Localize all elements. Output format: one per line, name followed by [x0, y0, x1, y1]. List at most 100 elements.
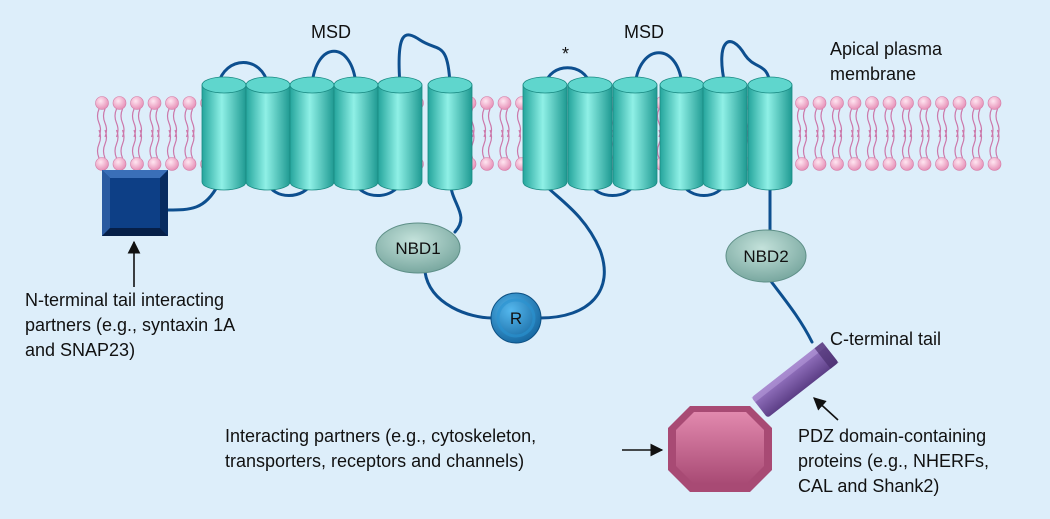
lipid-head	[95, 96, 109, 110]
transmembrane-helix-7	[522, 76, 568, 191]
lipid-head	[917, 157, 932, 171]
n-terminal-label-line3: and SNAP23)	[25, 340, 135, 360]
lipid-head	[480, 96, 494, 110]
lipid-tail	[499, 108, 510, 159]
lipid-head	[987, 157, 1002, 171]
pdz-label-line2: proteins (e.g., NHERFs,	[798, 451, 989, 471]
transmembrane-helix-12	[747, 76, 793, 191]
extracellular-loop-3	[397, 33, 452, 87]
lipid-head	[147, 157, 162, 171]
lipid-head	[882, 96, 897, 110]
lipid-head	[900, 96, 914, 110]
lipid-tail	[184, 108, 195, 159]
lipid-tail	[114, 108, 125, 159]
lipid-head	[112, 96, 127, 110]
extracellular-loop-2	[310, 49, 358, 87]
lipid-tail	[866, 108, 878, 159]
lipid-head	[480, 157, 494, 171]
lipid-head	[795, 157, 809, 171]
nbd1-to-r-loop	[423, 270, 494, 320]
annotation-arrows	[127, 240, 839, 457]
n-terminal-label-line1: N-terminal tail interacting	[25, 290, 224, 310]
lipid-head	[952, 157, 967, 171]
lipid-head	[497, 96, 512, 110]
nbd1-label: NBD1	[395, 239, 440, 258]
lipid-head	[847, 157, 862, 171]
transmembrane-helix-10	[659, 76, 705, 191]
extracellular-loop-5	[633, 51, 684, 87]
apical-membrane-label-line1: Apical plasma	[830, 39, 943, 59]
lipid-head	[95, 157, 109, 171]
interacting-partners-label-line1: Interacting partners (e.g., cytoskeleton…	[225, 426, 536, 446]
lipid-head	[830, 96, 844, 110]
c-terminal-tail-line	[768, 278, 814, 344]
nbd2-domain: NBD2	[725, 229, 807, 283]
lipid-head	[795, 96, 809, 110]
extracellular-loop-6	[720, 40, 772, 87]
lipid-head	[917, 96, 932, 110]
apical-membrane-label-line2: membrane	[830, 64, 916, 84]
lipid-tail	[919, 108, 930, 159]
lipid-tail	[831, 108, 843, 159]
lipid-tail	[166, 108, 178, 159]
r-domain: R	[490, 292, 542, 344]
lipid-tail	[481, 108, 493, 159]
lipid-tail	[131, 108, 143, 159]
c-terminal-label: C-terminal tail	[830, 329, 941, 349]
interacting-partner-octagon	[668, 406, 772, 492]
transmembrane-helix-3	[289, 76, 335, 191]
r-to-msd2-loop	[538, 183, 606, 320]
lipid-tail	[954, 108, 965, 159]
lipid-head	[165, 157, 179, 171]
lipid-tail	[901, 108, 913, 159]
lipid-head	[112, 157, 127, 171]
lipid-head	[970, 157, 984, 171]
interacting-partners-label-line2: transporters, receptors and channels)	[225, 451, 524, 471]
asterisk-mark: *	[562, 44, 569, 64]
msd1-label: MSD	[311, 22, 351, 42]
n-terminal-box	[102, 170, 168, 236]
lipid-head	[497, 157, 512, 171]
lipid-tail	[884, 108, 895, 159]
lipid-head	[812, 157, 827, 171]
lipid-head	[812, 96, 827, 110]
transmembrane-helix-9	[612, 76, 658, 191]
msd2-label: MSD	[624, 22, 664, 42]
transmembrane-helix-5	[377, 76, 423, 191]
lipid-head	[900, 157, 914, 171]
lipid-tail	[971, 108, 983, 159]
nbd1-domain: NBD1	[375, 222, 461, 274]
n-terminal-label-line2: partners (e.g., syntaxin 1A	[25, 315, 235, 335]
lipid-head	[830, 157, 844, 171]
transmembrane-helix-4	[333, 76, 379, 191]
lipid-tail	[936, 108, 948, 159]
lipid-head	[952, 96, 967, 110]
transmembrane-helix-6	[427, 76, 473, 191]
lipid-head	[970, 96, 984, 110]
lipid-head	[935, 157, 949, 171]
transmembrane-helix-8	[567, 76, 613, 191]
lipid-tail	[849, 108, 860, 159]
lipid-head	[882, 157, 897, 171]
lipid-head	[130, 96, 144, 110]
lipid-head	[130, 157, 144, 171]
pdz-label-line3: CAL and Shank2)	[798, 476, 939, 496]
lipid-tail	[814, 108, 825, 159]
n-terminal-loop	[166, 183, 220, 212]
nbd2-label: NBD2	[743, 247, 788, 266]
lipid-head	[935, 96, 949, 110]
lipid-head	[865, 96, 879, 110]
lipid-head	[847, 96, 862, 110]
lipid-head	[182, 157, 197, 171]
lipid-head	[147, 96, 162, 110]
lipid-tail	[796, 108, 808, 159]
pdz-label-line1: PDZ domain-containing	[798, 426, 986, 446]
lipid-head	[987, 96, 1002, 110]
pdz-domain-rod	[751, 342, 839, 417]
transmembrane-helices	[201, 76, 793, 191]
pdz-arrow	[813, 397, 839, 421]
lipid-head	[165, 96, 179, 110]
r-label: R	[510, 309, 522, 328]
